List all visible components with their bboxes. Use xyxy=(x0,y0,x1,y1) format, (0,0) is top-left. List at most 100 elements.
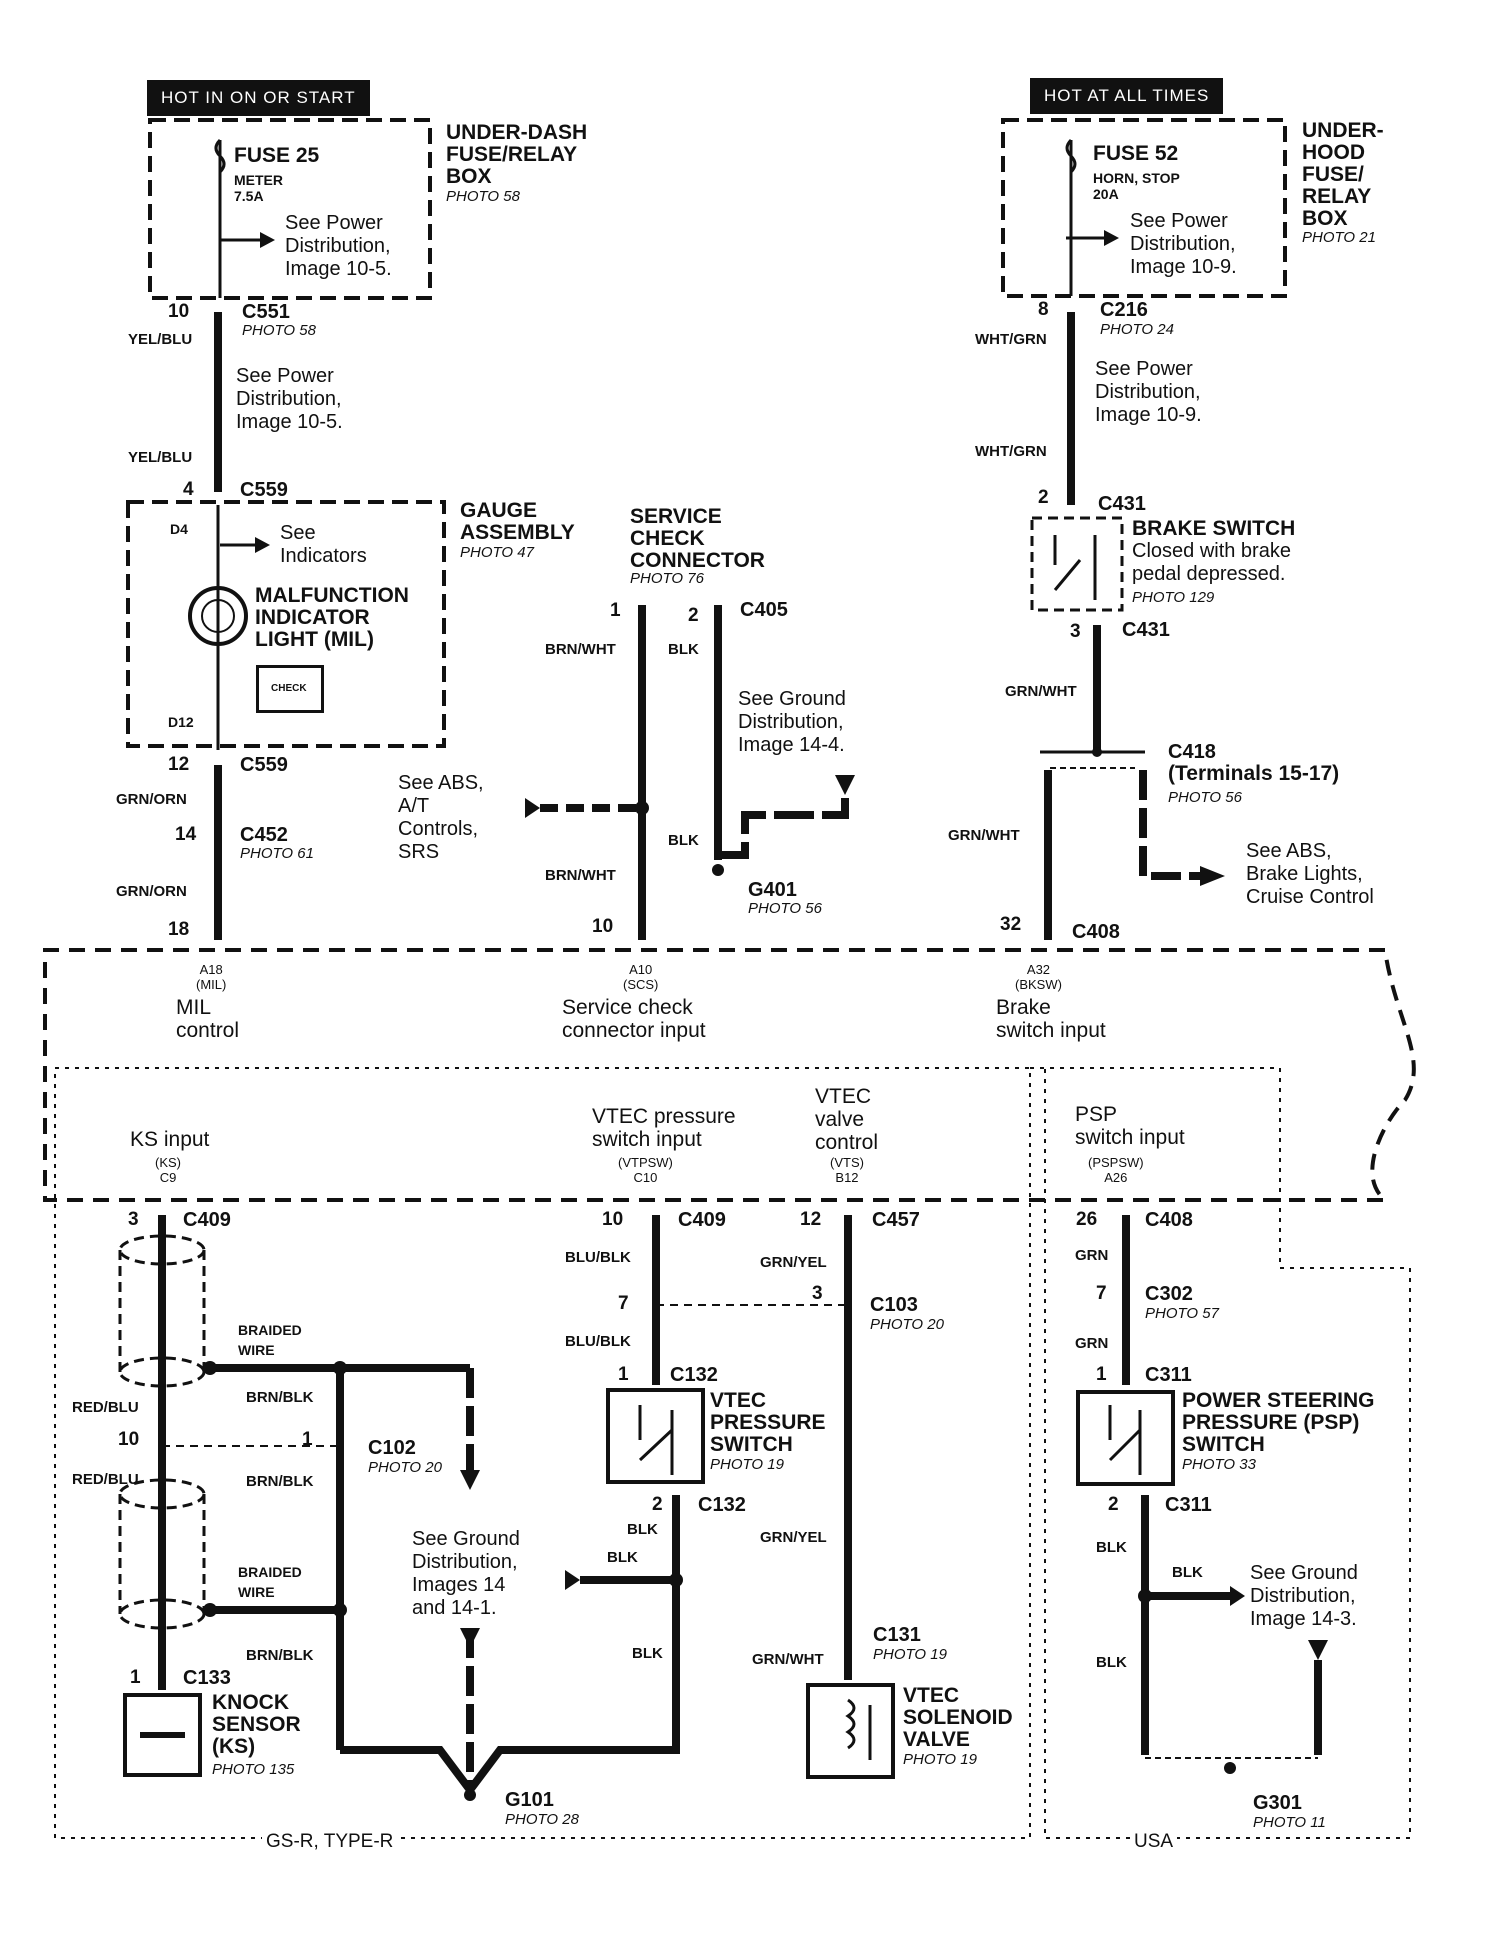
wire-label-whtgrn-1: WHT/GRN xyxy=(975,331,1047,348)
c102-pin-right: 1 xyxy=(302,1429,313,1450)
knock-sensor-photo: PHOTO 135 xyxy=(212,1761,295,1778)
c132-bot-pin: 2 xyxy=(652,1494,663,1515)
check-engine-text: CHECK xyxy=(271,683,307,694)
wire-label-grnorn-1: GRN/ORN xyxy=(116,791,187,808)
c131-label: C131 xyxy=(873,1624,921,1646)
brake-switch-title: BRAKE SWITCH xyxy=(1132,517,1296,540)
psp-photo: PHOTO 33 xyxy=(1182,1456,1256,1473)
brake-switch-note: Closed with brake pedal depressed. xyxy=(1132,540,1291,585)
ecm-a32-label: Brake switch input xyxy=(996,996,1106,1042)
brake-switch-photo: PHOTO 129 xyxy=(1132,589,1215,606)
fuse52-rating: 20A xyxy=(1093,186,1119,202)
mil-bulb xyxy=(188,586,248,646)
ecm-pin-10: 10 xyxy=(592,916,614,937)
ecm-pin-32: 32 xyxy=(1000,914,1022,935)
c551-pin: 10 xyxy=(168,301,190,322)
ecm-ks-code: (KS) C9 xyxy=(155,1155,181,1185)
ecm-vtpsw-label: VTEC pressure switch input xyxy=(592,1105,736,1151)
c133-pin: 1 xyxy=(130,1667,141,1688)
ecm-outline xyxy=(43,948,1416,1202)
wire-label-whtgrn-2: WHT/GRN xyxy=(975,443,1047,460)
right-fusebox-note: See Power Distribution, Image 10-9. xyxy=(1130,210,1237,278)
left-fusebox-photo: PHOTO 58 xyxy=(446,188,520,205)
c457-label: C457 xyxy=(872,1209,920,1231)
c409-vtec-label: C409 xyxy=(678,1209,726,1231)
gauge-see-indicators: See Indicators xyxy=(280,522,367,567)
wire-label-grnwht-1: GRN/WHT xyxy=(1005,683,1077,700)
c311-bot-label: C311 xyxy=(1165,1494,1212,1516)
wire-abs-right xyxy=(1139,770,1200,880)
wire-label-brnblk-1: BRN/BLK xyxy=(246,1389,314,1406)
c418-terminals: (Terminals 15-17) xyxy=(1168,762,1340,785)
c559-bot-label: C559 xyxy=(240,754,288,776)
c132-top-pin: 1 xyxy=(618,1364,629,1385)
c216-pin: 8 xyxy=(1038,299,1049,320)
c551-label: C551 xyxy=(242,301,290,323)
wire-label-blk-psp-1: BLK xyxy=(1096,1539,1127,1556)
fuse25-rating: 7.5A xyxy=(234,188,264,204)
knock-sensor-body xyxy=(123,1693,202,1777)
hot-at-all-times-label: HOT AT ALL TIMES xyxy=(1030,78,1224,114)
wire-label-blk-vtec-2: BLK xyxy=(607,1549,638,1566)
gauge-outline xyxy=(126,500,446,748)
fuse52-symbol xyxy=(1065,138,1077,174)
knock-sensor-title: KNOCK SENSOR (KS) xyxy=(212,1691,301,1758)
c452-pin: 14 xyxy=(175,824,197,845)
region-usa-label: USA xyxy=(1130,1832,1178,1851)
brake-switch-outline xyxy=(1030,516,1124,612)
wire-label-blk-psp-3: BLK xyxy=(1096,1654,1127,1671)
wire-label-redblu-2: RED/BLU xyxy=(72,1471,139,1488)
c452-label: C452 xyxy=(240,824,288,846)
vtec-ps-photo: PHOTO 19 xyxy=(710,1456,784,1473)
wire-label-blk-psp-2: BLK xyxy=(1172,1564,1203,1581)
wire-label-yelblu-1: YEL/BLU xyxy=(128,331,193,348)
c302-photo: PHOTO 57 xyxy=(1145,1305,1219,1322)
c132-bot-label: C132 xyxy=(698,1494,746,1516)
c132-top-label: C132 xyxy=(670,1364,718,1386)
c559-bot-pin: 12 xyxy=(168,754,190,775)
knock-ground-note: See Ground Distribution, Images 14 and 1… xyxy=(412,1528,520,1619)
fuse52-label: FUSE 52 xyxy=(1093,142,1179,165)
vtec-ps-body xyxy=(606,1388,705,1484)
gauge-d4: D4 xyxy=(170,521,188,537)
wire-label-brnblk-2: BRN/BLK xyxy=(246,1473,314,1490)
left-wiring-note: See Power Distribution, Image 10-5. xyxy=(236,365,343,433)
left-fusebox-outline xyxy=(148,118,432,300)
c216-label: C216 xyxy=(1100,299,1148,321)
c431-bot-pin: 3 xyxy=(1070,621,1081,642)
wire-label-brnblk-3: BRN/BLK xyxy=(246,1647,314,1664)
brake-contact xyxy=(1053,535,1097,600)
right-abs-note: See ABS, Brake Lights, Cruise Control xyxy=(1246,840,1374,908)
right-fusebox-title: UNDER- HOOD FUSE/ RELAY BOX xyxy=(1302,119,1384,230)
wire-label-grnyel-1: GRN/YEL xyxy=(760,1254,827,1271)
wire-label-blk-vtec-3: BLK xyxy=(632,1645,663,1662)
vtec-ps-pin7: 7 xyxy=(618,1293,629,1314)
scs-title: SERVICE CHECK CONNECTOR xyxy=(630,505,765,572)
scs-pin1: 1 xyxy=(610,600,621,621)
c311-top-label: C311 xyxy=(1145,1364,1192,1386)
wire-label-brnwht-1: BRN/WHT xyxy=(545,641,616,658)
c559-top-label: C559 xyxy=(240,479,288,501)
ecm-a18-label: MIL control xyxy=(176,996,240,1042)
region-gsr-label: GS-R, TYPE-R xyxy=(262,1832,398,1851)
ecm-psp-label: PSP switch input xyxy=(1075,1103,1185,1149)
fuse25-label: FUSE 25 xyxy=(234,144,320,167)
braided-wire-2: BRAIDED WIRE xyxy=(238,1564,302,1600)
fuse52-name: HORN, STOP xyxy=(1093,170,1180,186)
psp-ground-note: See Ground Distribution, Image 14-3. xyxy=(1250,1562,1358,1630)
gauge-title: GAUGE ASSEMBLY xyxy=(460,499,575,544)
wire-label-grn-2: GRN xyxy=(1075,1335,1109,1352)
scs-ground-note: See Ground Distribution, Image 14-4. xyxy=(738,688,846,756)
c311-bot-pin: 2 xyxy=(1108,1494,1119,1515)
fuse25-symbol xyxy=(214,138,226,174)
ecm-a32-code: A32 (BKSW) xyxy=(1015,962,1062,992)
wire-label-grnwht-2: GRN/WHT xyxy=(948,827,1020,844)
c302-label: C302 xyxy=(1145,1283,1193,1305)
g101-photo: PHOTO 28 xyxy=(505,1811,579,1828)
right-fusebox-outline xyxy=(1001,118,1287,298)
wire-label-blk-vtec-1: BLK xyxy=(627,1521,658,1538)
wire-label-grnwht-vtec: GRN/WHT xyxy=(752,1651,824,1668)
wire-label-blublk-1: BLU/BLK xyxy=(565,1249,631,1266)
c418-label: C418 xyxy=(1168,741,1216,763)
